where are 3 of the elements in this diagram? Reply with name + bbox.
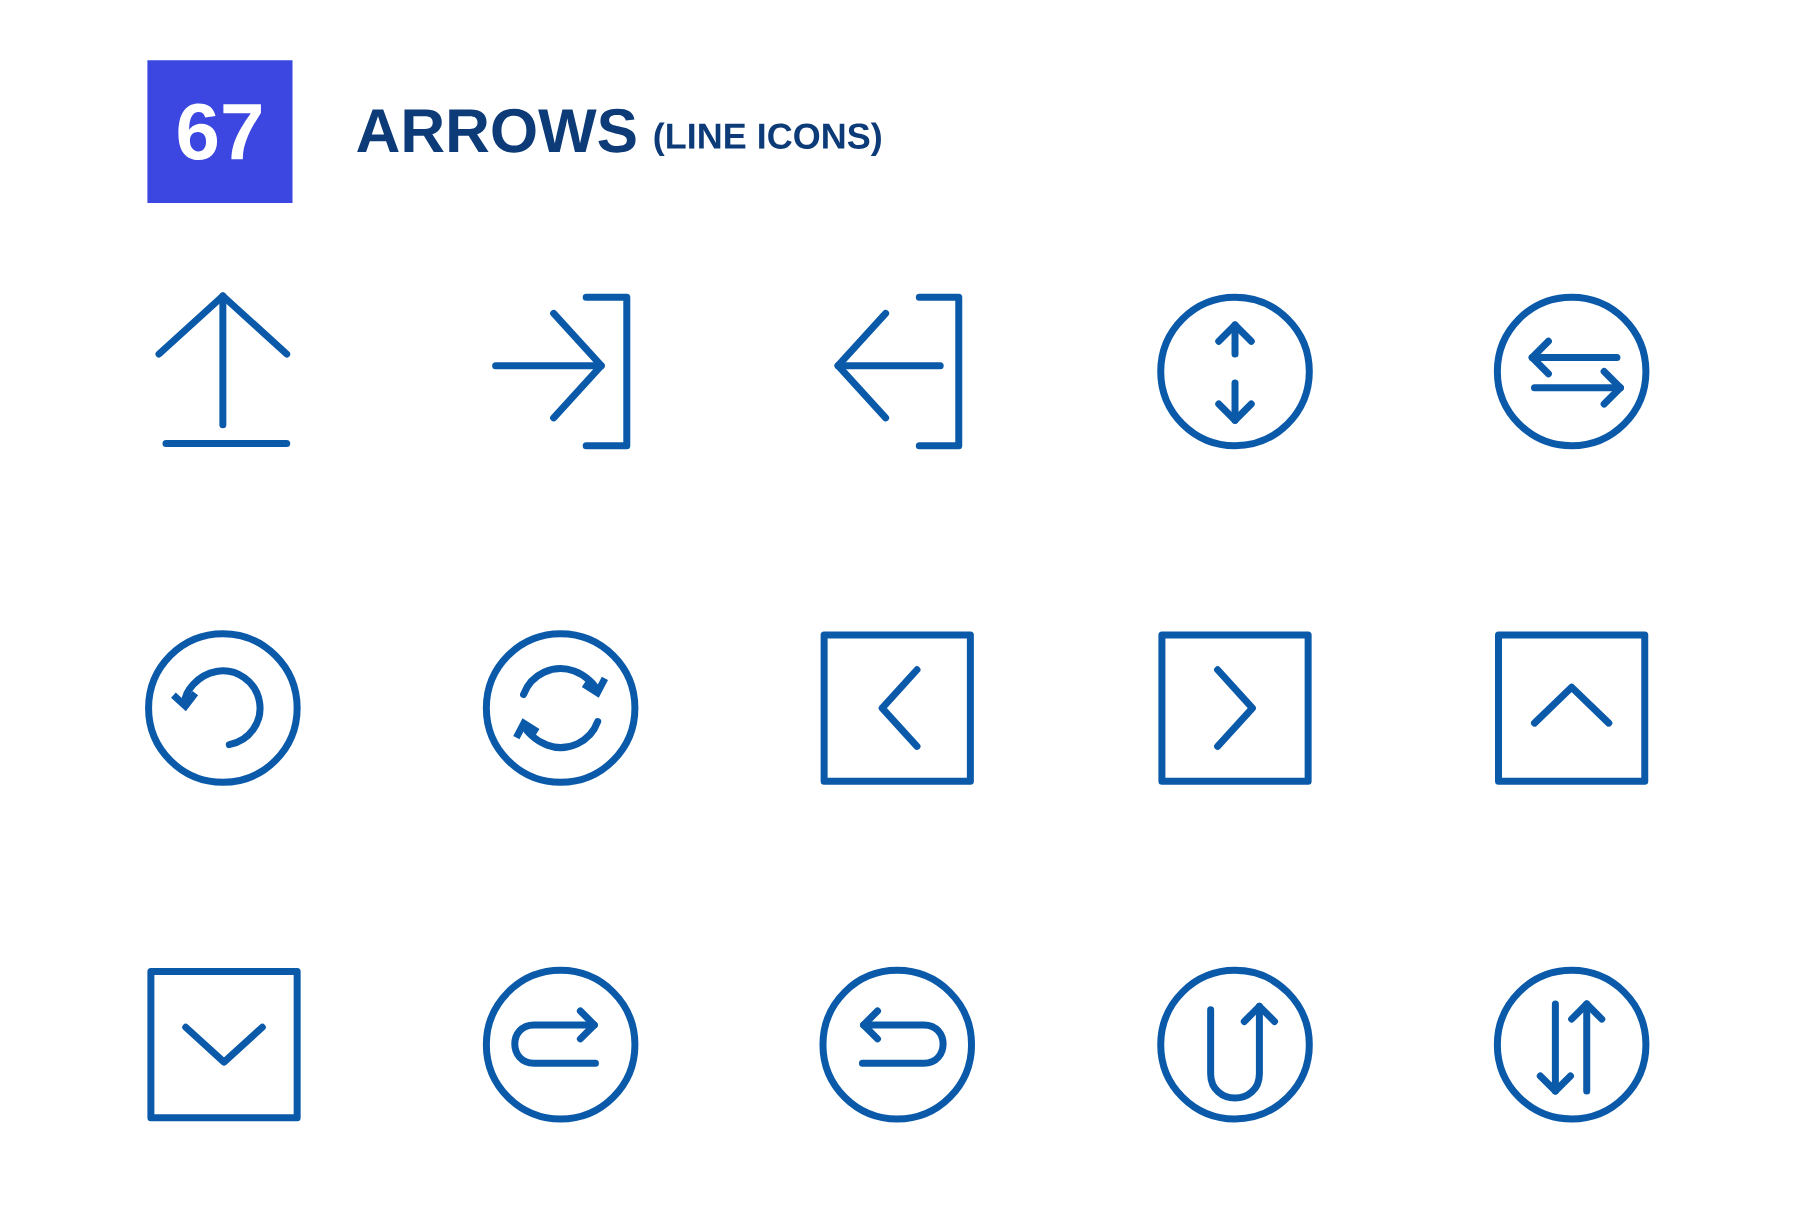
title: ARROWS (357, 108, 636, 153)
number-badge: 67 (147, 60, 293, 204)
subtitle: (LINE ICONS) (654, 122, 881, 156)
